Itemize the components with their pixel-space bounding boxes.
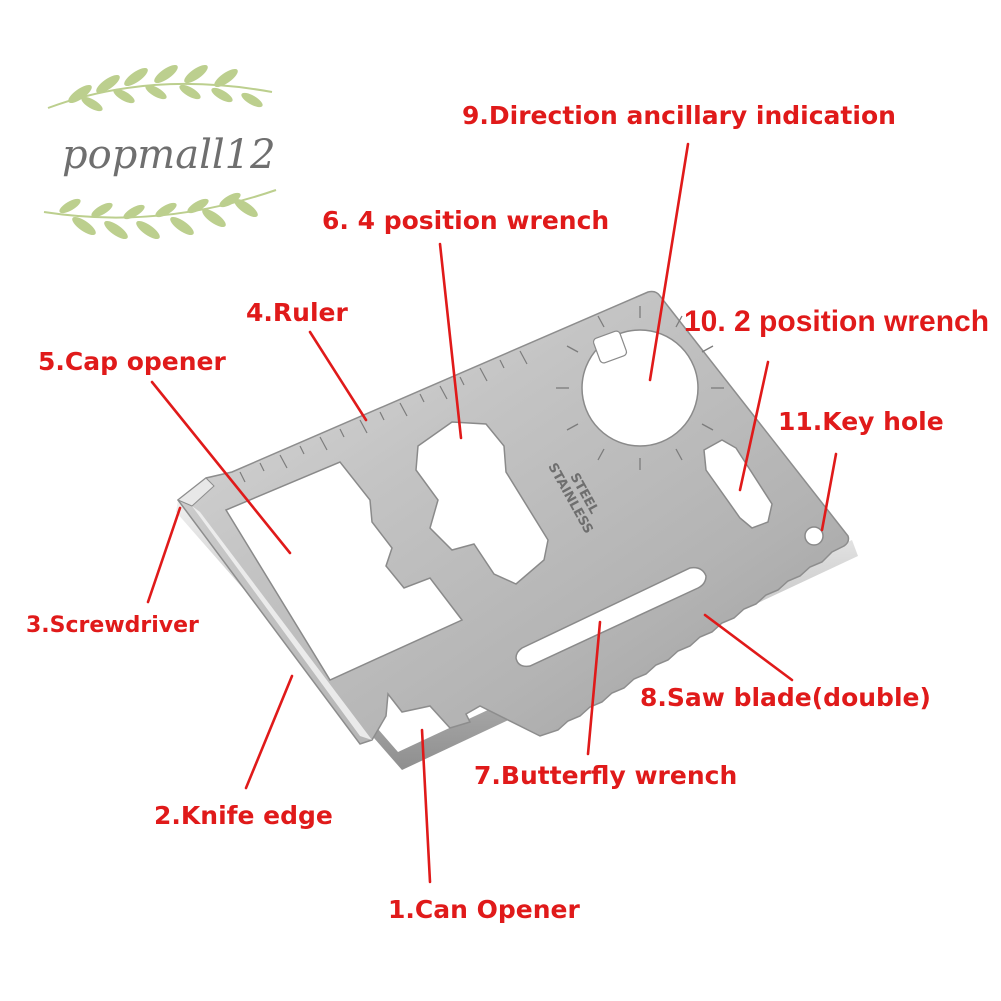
label-key-hole: 11.Key hole [778, 407, 944, 436]
leader-lines [146, 142, 838, 884]
leader-screwdriver [146, 506, 182, 604]
label-saw-blade: 8.Saw blade(double) [640, 683, 931, 712]
label-butterfly-wrench: 7.Butterfly wrench [474, 761, 737, 790]
label-direction-indication: 9.Direction ancillary indication [462, 101, 896, 130]
leader-ruler [308, 330, 368, 422]
leader-butterfly-wrench [586, 620, 602, 756]
watermark-text: popmall12 [62, 132, 276, 178]
label-screwdriver: 3.Screwdriver [26, 613, 199, 638]
cap-opener-cutout [224, 461, 464, 681]
leader-two-position-wrench [738, 360, 770, 492]
leader-four-position-wrench [438, 242, 463, 440]
label-two-position-wrench: 10. 2 position wrench [684, 305, 989, 338]
leaf-branch-icon [43, 189, 277, 240]
leader-can-opener [420, 728, 432, 884]
label-can-opener: 1.Can Opener [388, 895, 580, 924]
label-cap-opener: 5.Cap opener [38, 347, 226, 376]
leader-cap-opener [150, 380, 292, 555]
label-ruler: 4.Ruler [246, 298, 348, 327]
ruler-ticks [239, 350, 528, 483]
knife-edge-bevel [192, 506, 372, 740]
leader-saw-blade [703, 613, 794, 682]
two-position-wrench-cutout [703, 439, 773, 529]
leaf-branch-icon [47, 64, 273, 112]
butterfly-wrench-slot [515, 566, 707, 668]
callout-labels: 9.Direction ancillary indication 6. 4 po… [26, 101, 989, 924]
card-tool: STAINLESS STEEL [176, 290, 858, 770]
watermark: popmall12 [43, 64, 277, 240]
four-position-wrench-cutout [415, 421, 549, 585]
leader-knife-edge [244, 674, 294, 790]
label-four-position-wrench: 6. 4 position wrench [322, 206, 609, 235]
key-hole [804, 526, 824, 546]
leader-key-hole [820, 452, 838, 532]
leader-direction-indication [648, 142, 690, 382]
direction-ring [556, 306, 724, 470]
label-knife-edge: 2.Knife edge [154, 801, 333, 830]
screwdriver-tip [177, 477, 215, 507]
